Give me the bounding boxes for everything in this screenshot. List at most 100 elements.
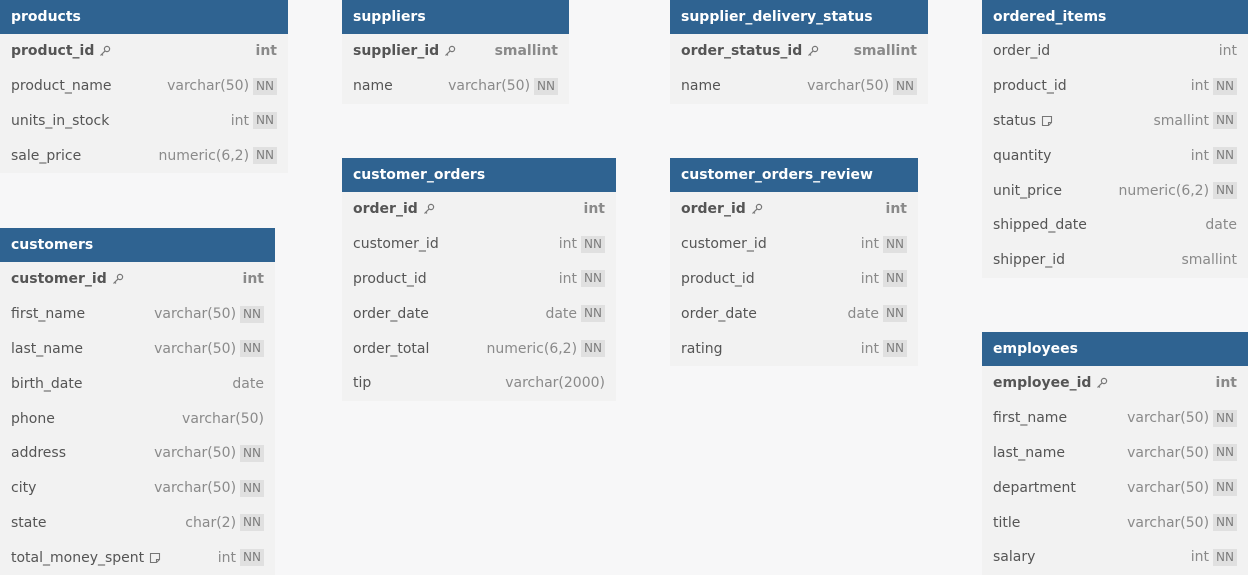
column-name-cell: salary: [993, 549, 1191, 565]
column-name-cell: shipper_id: [993, 252, 1181, 268]
note-icon: [149, 552, 161, 564]
column-name-cell: order_total: [353, 341, 487, 357]
table-title[interactable]: employees: [982, 332, 1248, 366]
not-null-badge: NN: [1213, 409, 1237, 427]
column-type: int: [1215, 375, 1237, 392]
not-null-badge: NN: [1213, 479, 1237, 497]
not-null-badge: NN: [581, 305, 605, 323]
column-name-cell: product_id: [11, 43, 256, 59]
column-type: varchar(2000): [505, 375, 605, 392]
column-name-cell: product_id: [993, 78, 1191, 94]
column-name: customer_id: [681, 236, 767, 253]
column-name-cell: shipped_date: [993, 217, 1205, 233]
not-null-badge: NN: [1213, 514, 1237, 532]
column-type: date: [1205, 217, 1237, 234]
not-null-badge: NN: [240, 514, 264, 532]
table-title[interactable]: customer_orders_review: [670, 158, 918, 192]
column-name: order_date: [353, 305, 429, 322]
not-null-badge: NN: [253, 147, 277, 165]
not-null-badge: NN: [1213, 548, 1237, 566]
column-type: varchar(50): [1127, 410, 1210, 427]
column-name: order_id: [681, 201, 746, 218]
column-row[interactable]: order_id int: [670, 192, 918, 227]
column-name-cell: rating: [681, 341, 861, 357]
not-null-badge: NN: [581, 235, 605, 253]
column-name: title: [993, 514, 1021, 531]
column-name: shipped_date: [993, 217, 1087, 234]
column-name: birth_date: [11, 375, 83, 392]
key-icon: [444, 45, 456, 57]
column-name: phone: [11, 410, 55, 427]
column-name-cell: title: [993, 515, 1127, 531]
table-title[interactable]: supplier_delivery_status: [670, 0, 928, 34]
column-type: int: [217, 549, 237, 566]
column-type: varchar(50): [167, 78, 250, 95]
table-customer-orders-review[interactable]: customer_orders_review order_id int custome…: [670, 158, 918, 366]
table-title[interactable]: products: [0, 0, 288, 34]
column-type: int: [558, 236, 578, 253]
key-icon: [99, 45, 111, 57]
column-name: name: [681, 78, 721, 95]
table-title[interactable]: customer_orders: [342, 158, 616, 192]
not-null-badge: NN: [1213, 77, 1237, 95]
not-null-badge: NN: [581, 340, 605, 358]
table-title[interactable]: customers: [0, 228, 275, 262]
column-name: order_id: [353, 201, 418, 218]
table-title[interactable]: ordered_items: [982, 0, 1248, 34]
key-icon: [1096, 377, 1108, 389]
column-type: int: [885, 201, 907, 218]
column-type: numeric(6,2): [486, 340, 578, 357]
column-name-cell: phone: [11, 411, 182, 427]
column-row[interactable]: shipped_date date: [982, 208, 1248, 243]
column-type: int: [255, 43, 277, 60]
table-title[interactable]: suppliers: [342, 0, 569, 34]
column-type: smallint: [853, 43, 917, 60]
